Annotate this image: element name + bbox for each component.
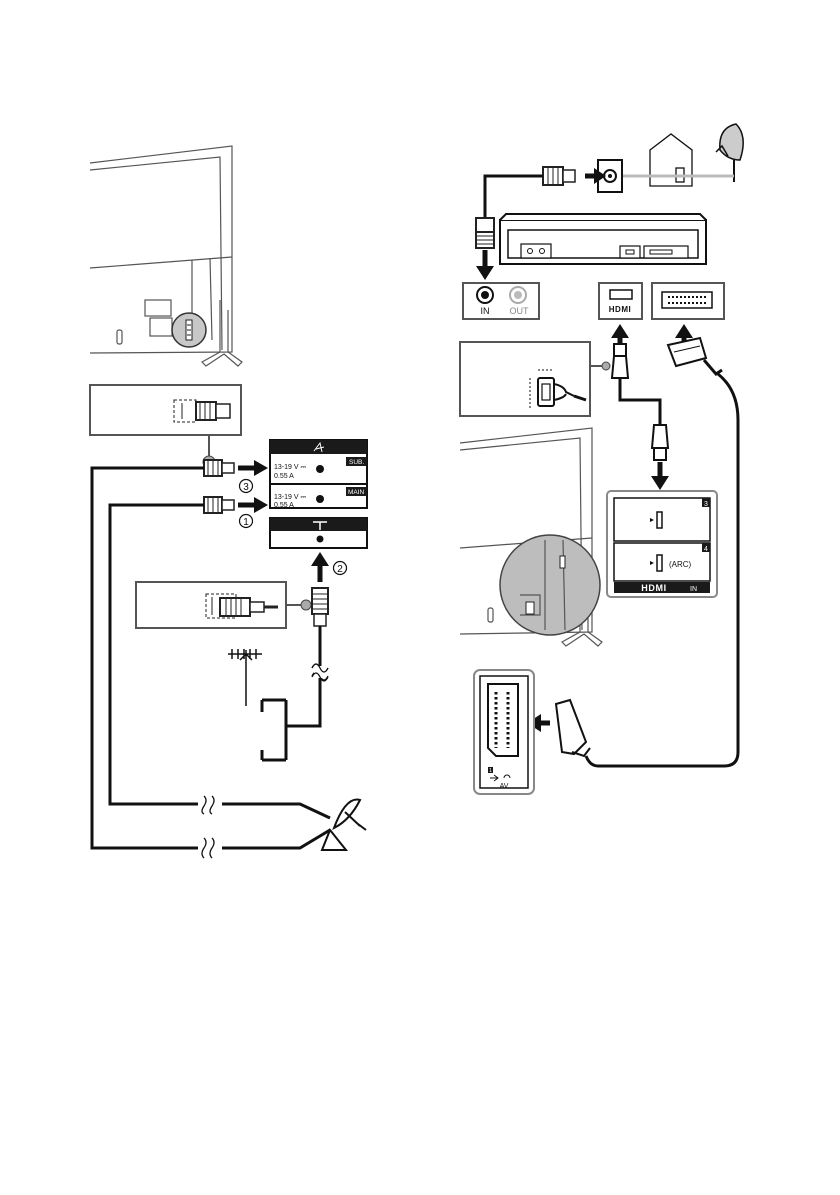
f-connector-callout: [89, 384, 242, 436]
in-label: IN: [481, 306, 490, 316]
av-label: AV: [500, 783, 509, 790]
sub-label: SUB.: [349, 459, 364, 466]
stb-hdmi-panel: HDMI: [598, 282, 643, 320]
sat-connector-main: [203, 496, 268, 514]
hdmi-port-4: [656, 554, 663, 572]
satellite-dish-icon-left: [320, 798, 367, 851]
antenna-plug: [311, 587, 329, 627]
house-icon: [649, 133, 693, 187]
scart-cable: [554, 336, 740, 768]
satellite-cable-sub: [90, 466, 331, 850]
out-label: OUT: [510, 306, 530, 316]
antenna-symbol-icon: [313, 521, 327, 530]
main-voltage: 13-19 V ⎓: [274, 494, 306, 501]
svg-text:3: 3: [243, 482, 249, 493]
sub-port: [316, 465, 324, 473]
hdmi-logo-icon: HDMI: [609, 305, 631, 314]
svg-text:HDMI: HDMI: [641, 583, 666, 593]
hdmi-plug-callout: [459, 341, 591, 417]
svg-text:1: 1: [243, 517, 249, 528]
hdmi-port-3: [656, 511, 663, 529]
iec-connector-callout: [135, 581, 287, 629]
main-current: 0.55 A: [274, 502, 294, 509]
sub-current: 0.55 A: [274, 473, 294, 480]
antenna-icon: [228, 649, 262, 706]
set-top-box: [499, 213, 707, 265]
zoom-circle-right: [499, 534, 601, 636]
scart-port-icon: [494, 692, 510, 748]
hdmi-port-3-number: 3: [704, 501, 708, 508]
stb-scart-panel: [651, 282, 725, 320]
hdmi-cable: [610, 343, 670, 461]
svg-text:2: 2: [337, 564, 343, 575]
satellite-symbol-icon: [313, 441, 325, 453]
satellite-terminal-panel: SUB. 13-19 V ⎓ 0.55 A MAIN 13-19 V ⎓ 0.5…: [269, 439, 368, 509]
tv-hdmi-panel: 3 4 (ARC) HDMI IN: [606, 490, 718, 598]
stb-in-connector: [542, 166, 576, 186]
satellite-cable-main: [108, 503, 331, 820]
tv-rear-left: [89, 145, 243, 367]
scart-port-number: 1: [489, 768, 492, 774]
step-2: 2: [332, 560, 348, 576]
tv-scart-panel: 1 AV: [473, 669, 535, 795]
antenna-terminal-panel: [269, 517, 368, 549]
hdmi-in-label: IN: [690, 586, 697, 593]
step-3: 3: [238, 478, 254, 494]
in-out-panel: IN OUT: [462, 282, 540, 320]
stb-antenna-cable: [483, 174, 543, 220]
step-1: 1: [238, 513, 254, 529]
antenna-cable: [262, 626, 322, 762]
satellite-dish-icon-right: [715, 123, 744, 182]
hdmi-port-4-number: 4: [704, 546, 708, 553]
sat-connector-sub: [203, 459, 268, 477]
arc-label: (ARC): [669, 560, 692, 569]
sub-voltage: 13-19 V ⎓: [274, 464, 306, 471]
main-port: [316, 495, 324, 503]
main-label: MAIN: [348, 489, 365, 496]
stb-plug-vertical: [475, 217, 495, 249]
